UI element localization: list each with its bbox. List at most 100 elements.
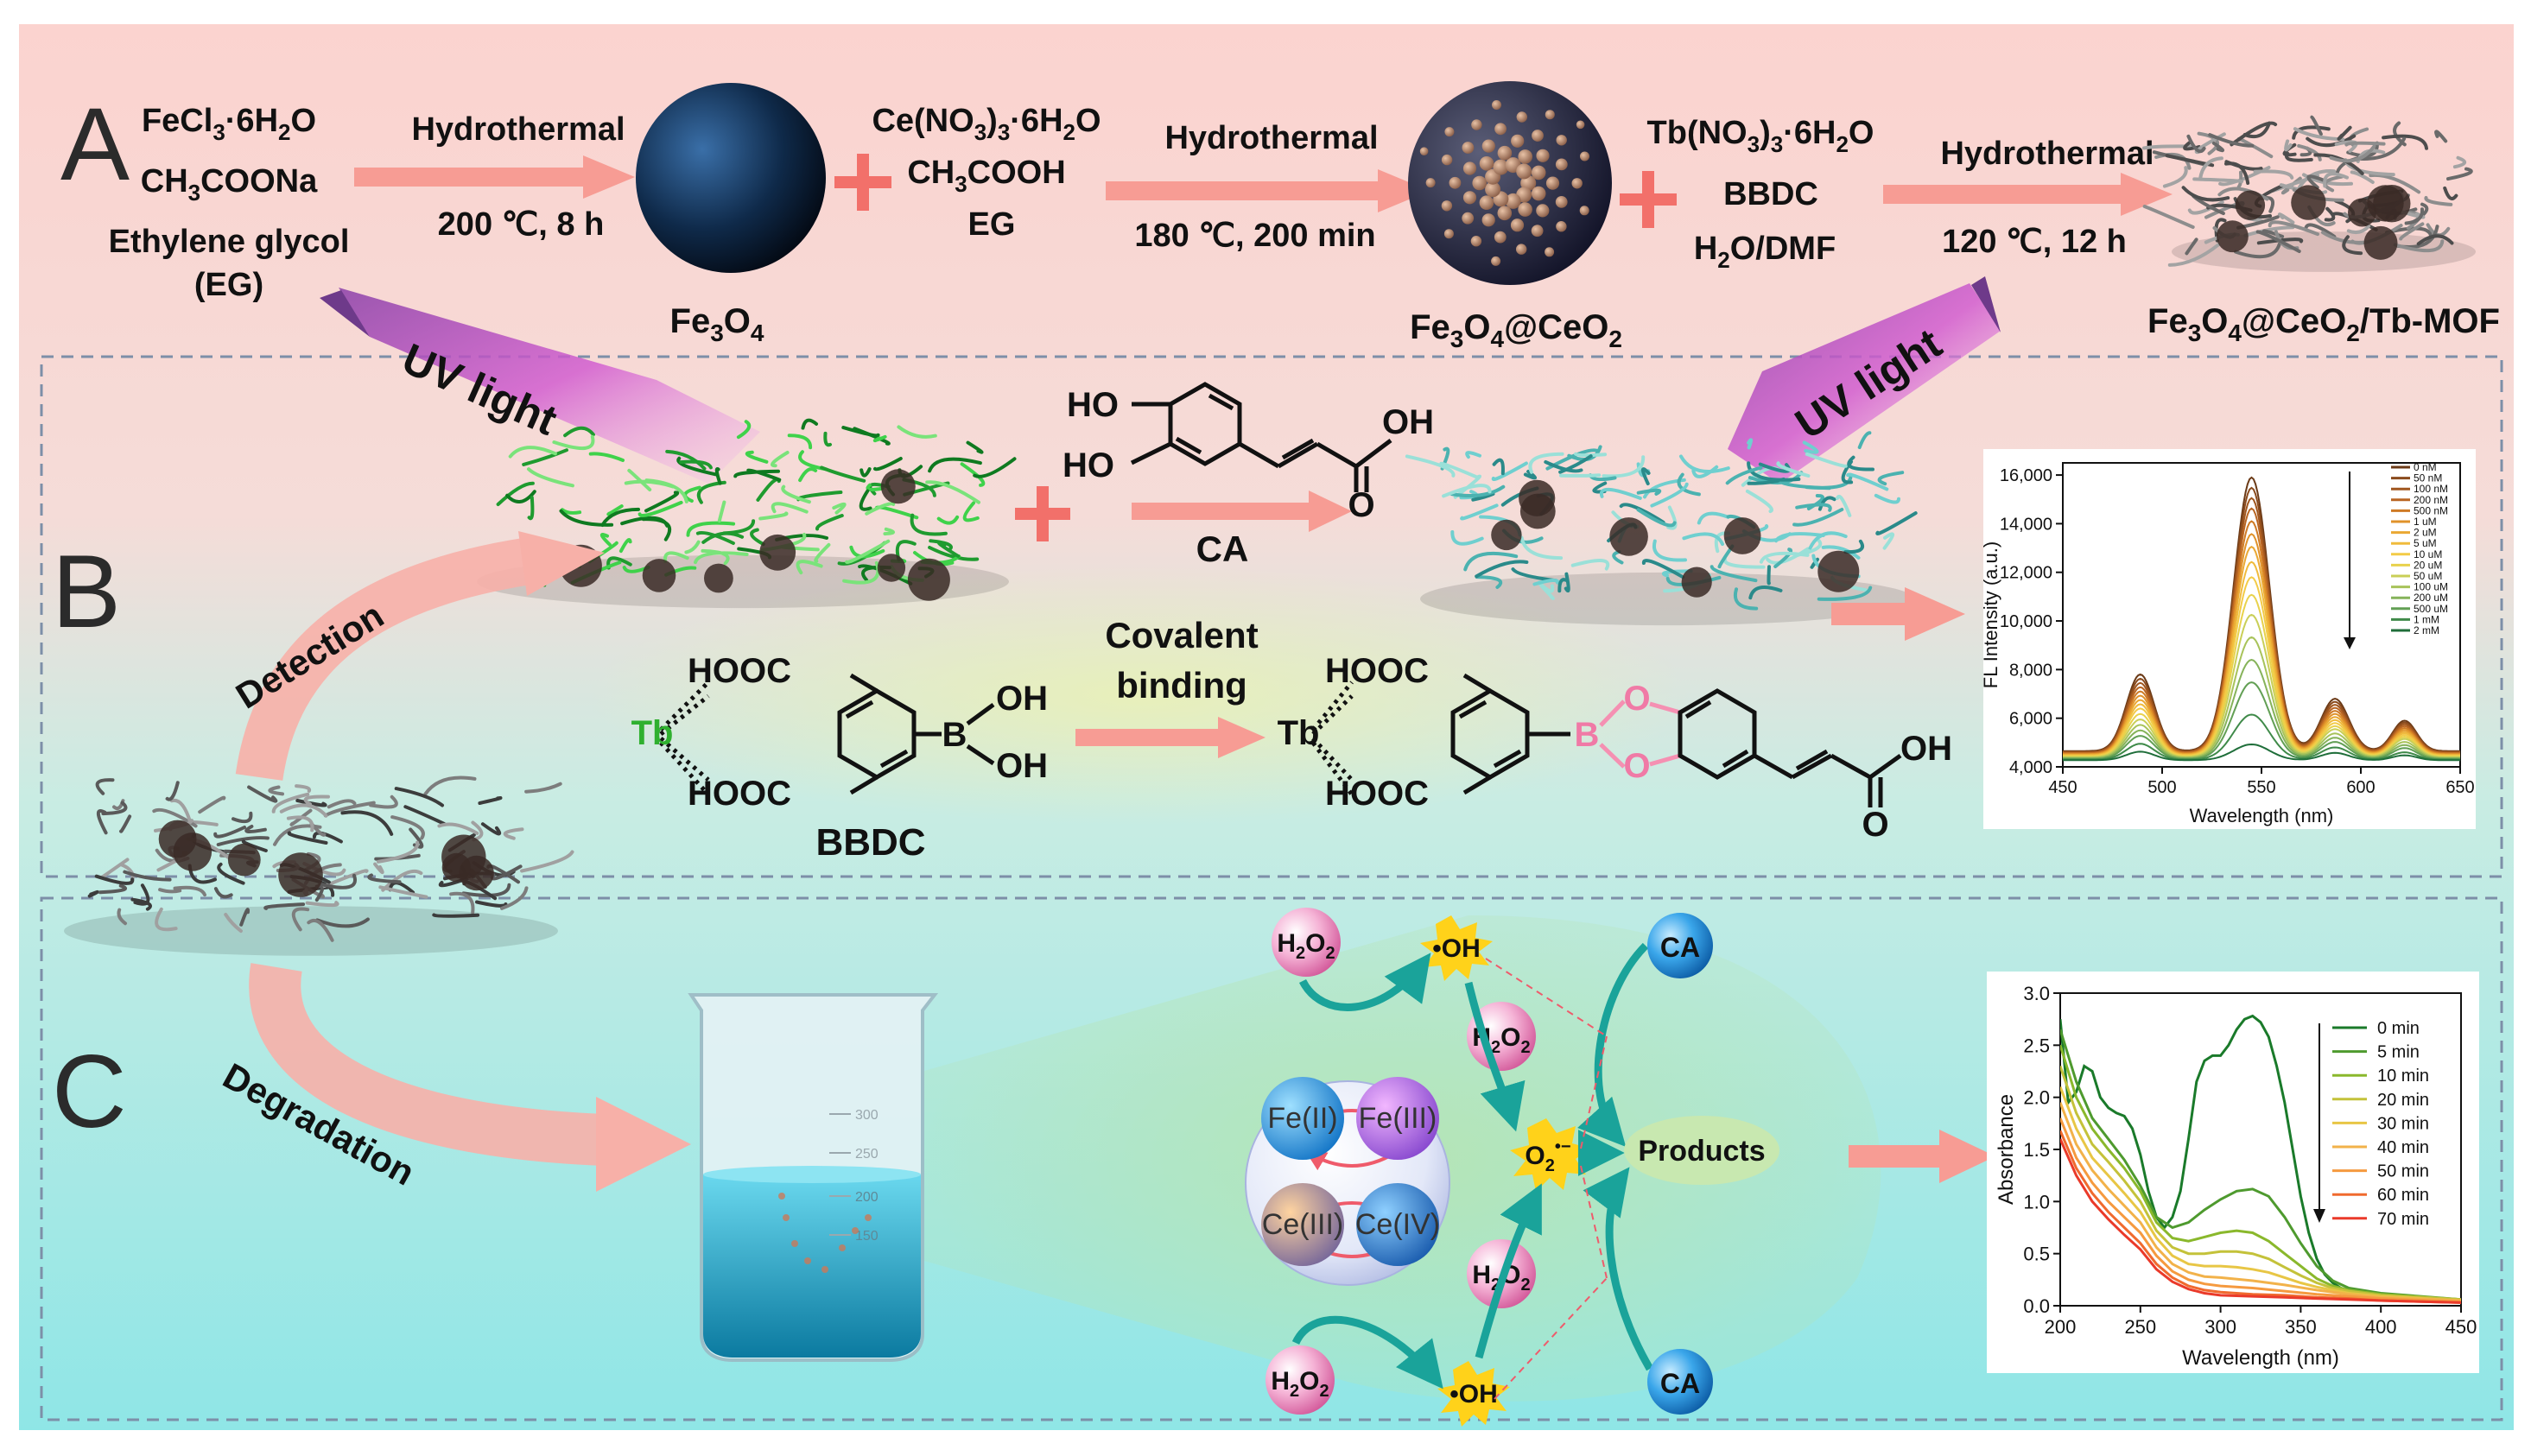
abs-x-tick-label: 400 bbox=[2365, 1316, 2397, 1338]
fl-legend-label: 50 nM bbox=[2414, 472, 2442, 484]
mof-fiber bbox=[1574, 452, 1608, 458]
ceo2-nanoparticle bbox=[1494, 123, 1507, 136]
mof-fiber bbox=[2243, 225, 2295, 237]
mof-fiber bbox=[2197, 131, 2219, 155]
mof-fiber bbox=[929, 539, 953, 552]
ceo2-nanoparticle bbox=[1516, 111, 1528, 123]
mof-fiber bbox=[676, 456, 718, 477]
mof-fiber bbox=[845, 539, 891, 564]
mof-fiber bbox=[263, 902, 306, 910]
mof-fiber bbox=[2282, 142, 2297, 157]
svg-text:O2•−: O2•− bbox=[1525, 1137, 1570, 1175]
magnetic-core bbox=[2291, 185, 2326, 220]
mof-fiber bbox=[295, 784, 312, 793]
mof-fiber bbox=[503, 827, 524, 840]
step1-arrow bbox=[354, 155, 635, 199]
product-boron: B bbox=[1575, 716, 1600, 754]
svg-text:CA: CA bbox=[1660, 932, 1700, 963]
magnetic-core bbox=[2363, 225, 2398, 260]
magnetic-core bbox=[2217, 220, 2249, 253]
fl-y-tick-label: 6,000 bbox=[2009, 710, 2052, 729]
mof-green-sheet bbox=[477, 418, 1017, 609]
mof-fiber bbox=[694, 551, 749, 565]
abs-y-axis-label: Absorbance bbox=[1995, 1094, 2018, 1205]
mof-fiber bbox=[796, 560, 823, 575]
reagent-bbdc: BBDC bbox=[1723, 176, 1818, 212]
mof-fiber bbox=[2154, 153, 2192, 170]
magnetic-core bbox=[907, 558, 950, 601]
fe3-ion bbox=[1356, 1077, 1439, 1160]
product-oxygen-top: O bbox=[1623, 680, 1650, 718]
panel-letter-a: A bbox=[60, 86, 130, 202]
mof-fiber bbox=[701, 531, 745, 544]
h2o2-bottom-left: H2O2 bbox=[1266, 1345, 1335, 1415]
reagent-acetic-acid: CH3COOH bbox=[907, 155, 1065, 197]
fl-legend-label: 200 nM bbox=[2414, 494, 2448, 506]
mof-fiber bbox=[701, 548, 730, 566]
ceo2-nanoparticle bbox=[1516, 244, 1527, 255]
mof-fiber bbox=[832, 502, 847, 515]
fl-series-line bbox=[2063, 507, 2460, 754]
ceo2-nanoparticle bbox=[1492, 100, 1501, 110]
mof-fiber bbox=[1519, 535, 1564, 560]
mof-fiber bbox=[823, 431, 832, 447]
magnetic-core bbox=[158, 820, 197, 858]
mof-fiber bbox=[101, 801, 128, 816]
fl-legend-label: 10 uM bbox=[2414, 548, 2442, 560]
mof-fiber bbox=[527, 496, 535, 521]
mof-fiber bbox=[289, 808, 313, 826]
product-oh: OH bbox=[1900, 730, 1952, 768]
mof-fiber bbox=[1802, 440, 1819, 454]
magnetic-core bbox=[1609, 517, 1648, 556]
mof-fiber bbox=[1492, 458, 1505, 476]
svg-text:H2O2: H2O2 bbox=[1277, 929, 1335, 963]
radical-links bbox=[1485, 958, 1608, 1400]
mof-fiber bbox=[1465, 451, 1481, 459]
magnetic-core bbox=[2348, 198, 2376, 227]
mof-fiber bbox=[268, 785, 284, 796]
fl-legend-label: 2 mM bbox=[2414, 624, 2439, 636]
magnetic-core bbox=[1681, 567, 1712, 598]
fe3o4-sphere bbox=[636, 83, 826, 273]
mof-fiber bbox=[198, 795, 226, 814]
mof-fiber bbox=[2324, 206, 2336, 222]
mof-fiber bbox=[1449, 484, 1506, 497]
mof-fiber bbox=[286, 815, 314, 832]
abs-arrow bbox=[1849, 1130, 1995, 1183]
mof-fiber bbox=[771, 451, 790, 468]
mof-fiber bbox=[2167, 243, 2220, 267]
mof-fiber bbox=[2142, 205, 2195, 229]
covalent-label: Covalent bbox=[1105, 615, 1258, 655]
mof-fiber bbox=[87, 889, 99, 898]
mof-fiber bbox=[883, 527, 895, 536]
mof-fiber bbox=[2306, 174, 2325, 189]
mof-fiber bbox=[224, 913, 243, 934]
abs-series-line bbox=[2060, 1044, 2461, 1301]
svg-text:H2O2: H2O2 bbox=[1271, 1367, 1329, 1401]
mof-fiber bbox=[340, 810, 394, 836]
reagent-solvent: H2O/DMF bbox=[1694, 231, 1836, 273]
mof-fiber bbox=[1733, 587, 1759, 611]
mof-fiber bbox=[1847, 455, 1874, 472]
mof-fiber bbox=[798, 467, 818, 483]
mof-fiber bbox=[928, 457, 982, 473]
fl-trend-arrow-head bbox=[2344, 637, 2356, 649]
fl-legend-label: 2 uM bbox=[2414, 527, 2437, 539]
mof-fiber bbox=[323, 801, 376, 818]
tb-atom-right: Tb bbox=[1278, 714, 1320, 752]
mof-fiber bbox=[2277, 212, 2295, 225]
ceo2-nanoparticle bbox=[1518, 149, 1532, 164]
abs-series-line bbox=[2060, 1029, 2461, 1301]
fl-series-line bbox=[2063, 576, 2460, 757]
caffeic-acid-structure bbox=[1130, 382, 1392, 492]
fe2-ion bbox=[1261, 1077, 1344, 1160]
mof-fiber bbox=[2337, 125, 2352, 141]
mof-fiber bbox=[2306, 134, 2357, 148]
ceo2-nanoparticle bbox=[1462, 212, 1475, 225]
bbdc-hooc-top: HOOC bbox=[688, 652, 791, 690]
mof-fiber bbox=[1460, 503, 1499, 521]
fl-series-line bbox=[2063, 713, 2460, 761]
mof-fiber bbox=[158, 888, 182, 894]
mof-fiber bbox=[1817, 496, 1836, 511]
mof-fiber bbox=[1779, 480, 1831, 491]
